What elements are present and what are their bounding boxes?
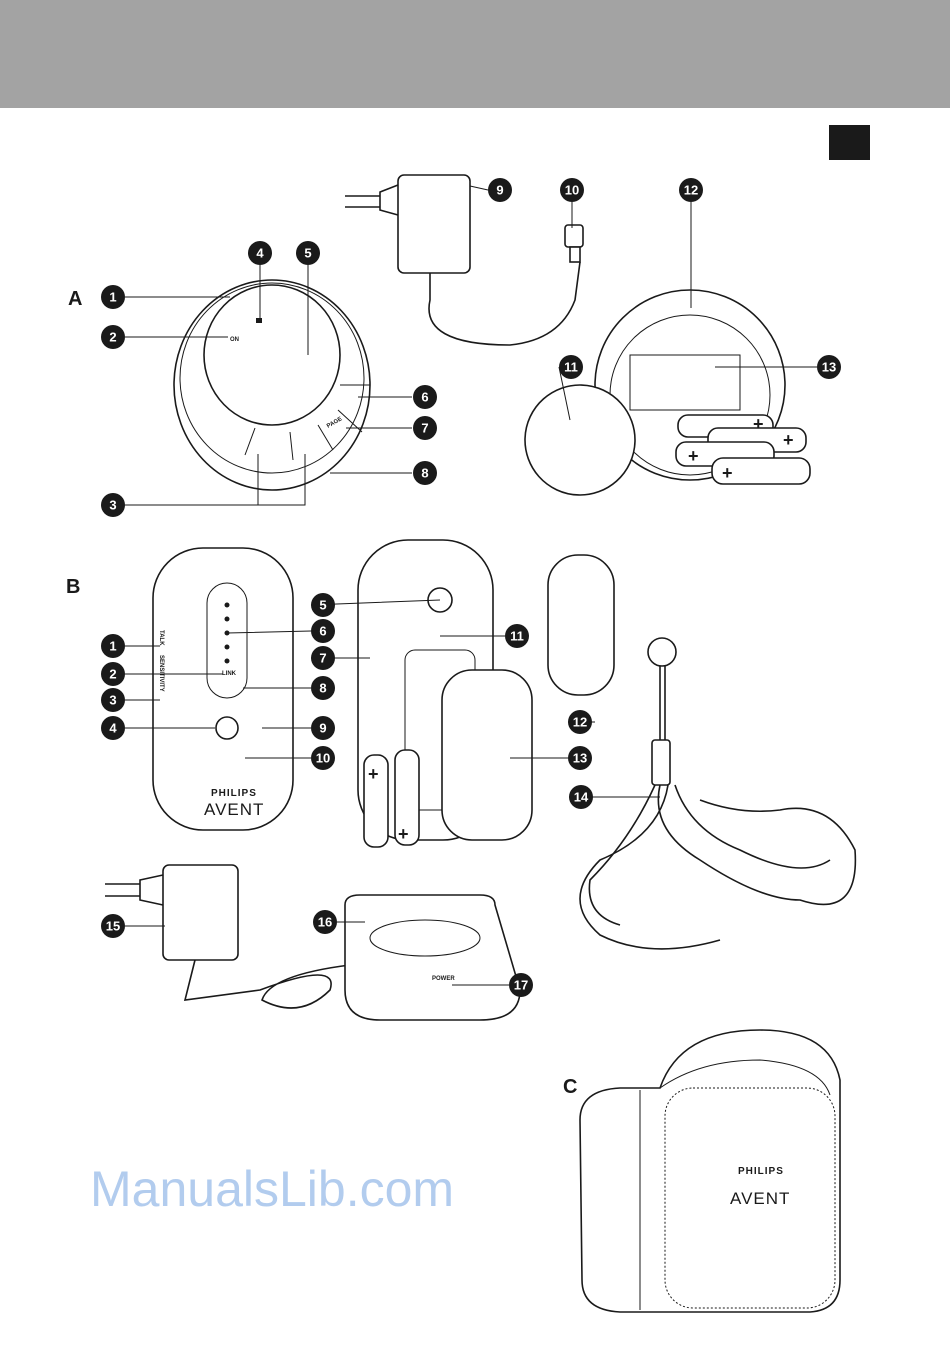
b-callout-15: 15 <box>101 914 125 938</box>
svg-text:+: + <box>398 824 409 844</box>
callout-number: 14 <box>574 790 589 805</box>
callout-number: 9 <box>496 183 503 198</box>
svg-text:+: + <box>753 414 764 434</box>
b-callout-9: 9 <box>311 716 335 740</box>
section-label-a: A <box>68 288 82 310</box>
watermark: ManualsLib.com <box>90 1160 454 1218</box>
callout-number: 13 <box>573 751 587 766</box>
b-callout-7: 7 <box>311 646 335 670</box>
neck-cord-illustration <box>580 638 855 949</box>
b-callout-1: 1 <box>101 634 125 658</box>
adapter-b-illustration <box>105 865 350 1008</box>
callout-number: 5 <box>304 246 311 261</box>
callout-number: 9 <box>319 721 326 736</box>
b-callout-6: 6 <box>311 619 335 643</box>
callout-number: 11 <box>510 629 524 644</box>
a-callout-7: 7 <box>413 416 437 440</box>
callout-number: 7 <box>421 421 428 436</box>
a-callout-9: 9 <box>488 178 512 202</box>
charging-base-illustration: POWER <box>345 895 520 1020</box>
callout-number: 16 <box>318 915 332 930</box>
callout-number: 1 <box>109 639 116 654</box>
a-callout-8: 8 <box>413 461 437 485</box>
b-callout-5: 5 <box>311 593 335 617</box>
b-callout-10: 10 <box>311 746 335 770</box>
a-callout-11: 11 <box>559 355 583 379</box>
callout-number: 10 <box>316 751 330 766</box>
svg-text:+: + <box>783 430 794 450</box>
baby-unit-illustration: ON PAGE <box>174 280 370 490</box>
section-label-b: B <box>66 576 80 598</box>
callout-number: 10 <box>565 183 579 198</box>
callout-number: 3 <box>109 693 116 708</box>
a-callout-10: 10 <box>560 178 584 202</box>
section-label-c: C <box>563 1076 577 1098</box>
b-callout-12: 12 <box>568 710 592 734</box>
callout-number: 2 <box>109 330 116 345</box>
a-callout-4: 4 <box>248 241 272 265</box>
callout-number: 17 <box>514 978 528 993</box>
callout-number: 2 <box>109 667 116 682</box>
b-callout-13: 13 <box>568 746 592 770</box>
callout-number: 1 <box>109 290 116 305</box>
b-callout-4: 4 <box>101 716 125 740</box>
a-callout-13: 13 <box>817 355 841 379</box>
b-callout-16: 16 <box>313 910 337 934</box>
callout-number: 4 <box>256 246 264 261</box>
callout-number: 4 <box>109 721 117 736</box>
a-callout-2: 2 <box>101 325 125 349</box>
callout-number: 7 <box>319 651 326 666</box>
battery-compartment-a-illustration: + + + + <box>510 290 810 510</box>
b-callout-14: 14 <box>569 785 593 809</box>
a-callout-12: 12 <box>679 178 703 202</box>
brand-avent-b: AVENT <box>204 800 264 819</box>
link-label: LINK <box>222 671 237 677</box>
callout-number: 12 <box>684 183 698 198</box>
carry-case-illustration: PHILIPS AVENT <box>580 1030 840 1312</box>
a-callout-6: 6 <box>413 385 437 409</box>
svg-text:+: + <box>688 446 699 466</box>
talk-label: TALK <box>158 630 164 646</box>
on-label: ON <box>230 337 239 343</box>
a-callout-5: 5 <box>296 241 320 265</box>
parent-unit-illustration: LINK TALK SENSITIVITY PHILIPS AVENT <box>153 548 293 830</box>
belt-clip-illustration <box>548 555 614 695</box>
a-callout-3: 3 <box>101 493 125 517</box>
b-callout-8: 8 <box>311 676 335 700</box>
callout-number: 8 <box>319 681 326 696</box>
callout-number: 6 <box>421 390 428 405</box>
sensitivity-label: SENSITIVITY <box>158 655 164 692</box>
callout-number: 15 <box>106 919 120 934</box>
callout-number: 6 <box>319 624 326 639</box>
b-callout-17: 17 <box>509 973 533 997</box>
b-callout-2: 2 <box>101 662 125 686</box>
brand-philips-c: PHILIPS <box>738 1166 784 1177</box>
callout-number: 5 <box>319 598 326 613</box>
svg-text:+: + <box>368 764 379 784</box>
callout-number: 3 <box>109 498 116 513</box>
svg-text:+: + <box>722 463 733 483</box>
parent-unit-back-illustration: + + <box>358 540 532 847</box>
adapter-a-illustration <box>345 175 583 345</box>
callout-number: 13 <box>822 360 836 375</box>
callout-number: 8 <box>421 466 428 481</box>
b-callout-11: 11 <box>505 624 529 648</box>
power-label: POWER <box>432 976 455 982</box>
brand-avent-c: AVENT <box>730 1189 790 1208</box>
b-callout-3: 3 <box>101 688 125 712</box>
brand-philips-b: PHILIPS <box>211 788 257 799</box>
a-callout-1: 1 <box>101 285 125 309</box>
callout-number: 12 <box>573 715 587 730</box>
callout-number: 11 <box>564 360 578 375</box>
